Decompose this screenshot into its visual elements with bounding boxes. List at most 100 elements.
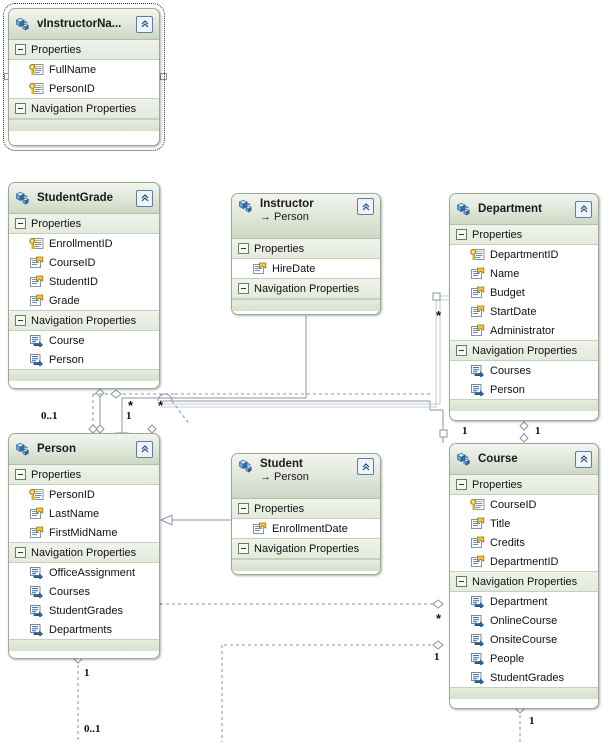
collapse-button[interactable] [575, 200, 592, 218]
collapse-expander-icon[interactable] [238, 503, 249, 514]
property-row[interactable]: Name [450, 264, 598, 283]
collapse-expander-icon[interactable] [15, 315, 26, 326]
entity-header[interactable]: Instructor → Person [232, 194, 380, 239]
collapse-expander-icon[interactable] [456, 229, 467, 240]
section-navigation-properties[interactable]: Navigation Properties [9, 542, 159, 563]
entity-body: Properties EnrollmentDate Navigation Pro… [232, 499, 380, 571]
property-row[interactable]: CourseID [9, 253, 159, 272]
property-row[interactable]: HireDate [232, 259, 380, 278]
navigation-property-row[interactable]: StudentGrades [9, 601, 159, 620]
multiplicity-label: * [436, 611, 442, 626]
property-row[interactable]: PersonID [9, 485, 159, 504]
collapse-expander-icon[interactable] [15, 469, 26, 480]
association-person-course[interactable] [150, 599, 444, 609]
property-row[interactable]: Credits [450, 533, 598, 552]
collapse-expander-icon[interactable] [15, 218, 26, 229]
navigation-property-row[interactable]: Courses [450, 361, 598, 380]
property-row[interactable]: FullName [9, 60, 159, 79]
entity-studentgrade[interactable]: StudentGrade Properties EnrollmentID [8, 182, 160, 389]
property-row[interactable]: FirstMidName [9, 523, 159, 542]
navigation-property-row[interactable]: OfficeAssignment [9, 563, 159, 582]
navigation-property-row[interactable]: Courses [9, 582, 159, 601]
collapse-button[interactable] [357, 198, 374, 215]
section-navigation-properties[interactable]: Navigation Properties [9, 310, 159, 331]
collapse-expander-icon[interactable] [238, 543, 249, 554]
chevron-up-icon [580, 455, 587, 463]
property-row[interactable]: DepartmentID [450, 552, 598, 571]
inheritance-student-person[interactable] [159, 514, 231, 526]
association-department-person-dotted[interactable] [88, 389, 430, 434]
navigation-property-row[interactable]: Course [9, 331, 159, 350]
property-row[interactable]: DepartmentID [450, 245, 598, 264]
entity-title: vInstructorNa... [37, 17, 122, 30]
entity-header[interactable]: Course [450, 444, 598, 475]
entity-type-icon [238, 199, 252, 213]
entity-student[interactable]: Student → Person Properties EnrollmentDa… [231, 453, 381, 575]
navigation-property-row[interactable]: Department [450, 592, 598, 611]
property-row[interactable]: EnrollmentDate [232, 519, 380, 538]
entity-header[interactable]: Department [450, 194, 598, 225]
section-properties[interactable]: Properties [450, 475, 598, 495]
navigation-property-row[interactable]: Departments [9, 620, 159, 639]
multiplicity-label: 1 [529, 715, 535, 727]
association-department-course[interactable] [519, 421, 529, 443]
collapse-expander-icon[interactable] [238, 243, 249, 254]
entity-person[interactable]: Person Properties PersonID [8, 433, 160, 659]
section-properties[interactable]: Properties [9, 214, 159, 234]
section-properties[interactable]: Properties [232, 499, 380, 519]
entity-vinstructorname[interactable]: vInstructorNa... Properties FullName [3, 3, 165, 151]
navigation-property-row[interactable]: StudentGrades [450, 668, 598, 687]
entity-header[interactable]: Student → Person [232, 454, 380, 499]
collapse-button[interactable] [136, 189, 153, 207]
entity-course[interactable]: Course Properties CourseID [449, 443, 599, 709]
property-row[interactable]: Grade [9, 291, 159, 310]
collapse-button[interactable] [575, 450, 592, 468]
collapse-button[interactable] [136, 15, 153, 33]
property-row[interactable]: LastName [9, 504, 159, 523]
property-row[interactable]: Title [450, 514, 598, 533]
collapse-button[interactable] [357, 458, 374, 475]
section-properties[interactable]: Properties [450, 225, 598, 245]
navigation-property-row[interactable]: People [450, 649, 598, 668]
collapse-expander-icon[interactable] [238, 283, 249, 294]
entity-type-icon [15, 17, 29, 30]
property-row[interactable]: PersonID [9, 79, 159, 98]
entity-department[interactable]: Department Properties DepartmentID [449, 193, 599, 421]
association-studentgrade-course[interactable] [160, 400, 448, 443]
entity-instructor[interactable]: Instructor → Person Properties HireDate [231, 193, 381, 315]
property-row[interactable]: EnrollmentID [9, 234, 159, 253]
property-row[interactable]: StudentID [9, 272, 159, 291]
navigation-property-row[interactable]: OnlineCourse [450, 611, 598, 630]
collapse-expander-icon[interactable] [15, 103, 26, 114]
navigation-property-row[interactable]: Person [450, 380, 598, 399]
collapse-expander-icon[interactable] [456, 479, 467, 490]
section-navigation-properties[interactable]: Navigation Properties [232, 538, 380, 559]
collapse-expander-icon[interactable] [456, 345, 467, 356]
section-navigation-properties[interactable]: Navigation Properties [450, 340, 598, 361]
section-navigation-properties[interactable]: Navigation Properties [232, 278, 380, 299]
property-row[interactable]: StartDate [450, 302, 598, 321]
section-properties[interactable]: Properties [232, 239, 380, 259]
entity-header[interactable]: Person [9, 434, 159, 465]
section-properties[interactable]: Properties [9, 465, 159, 485]
association-studentgrade-person[interactable] [95, 388, 105, 434]
collapse-expander-icon[interactable] [456, 576, 467, 587]
section-navigation-properties[interactable]: Navigation Properties [9, 98, 159, 119]
entity-header[interactable]: vInstructorNa... [9, 9, 159, 40]
section-navigation-properties[interactable]: Navigation Properties [450, 571, 598, 592]
entity-header[interactable]: StudentGrade [9, 183, 159, 214]
collapse-button[interactable] [136, 440, 153, 458]
navigation-property-row[interactable]: Person [9, 350, 159, 369]
property-row[interactable]: Administrator [450, 321, 598, 340]
resize-handle[interactable] [160, 73, 167, 80]
collapse-expander-icon[interactable] [15, 547, 26, 558]
property-row[interactable]: CourseID [450, 495, 598, 514]
association-course-left-lower[interactable] [221, 640, 444, 742]
association-person-officeassignment[interactable] [73, 654, 83, 742]
collapse-expander-icon[interactable] [15, 44, 26, 55]
property-row[interactable]: Budget [450, 283, 598, 302]
section-properties[interactable]: Properties [9, 40, 159, 60]
navigation-property-row[interactable]: OnsiteCourse [450, 630, 598, 649]
association-course-bottom[interactable] [515, 704, 525, 742]
